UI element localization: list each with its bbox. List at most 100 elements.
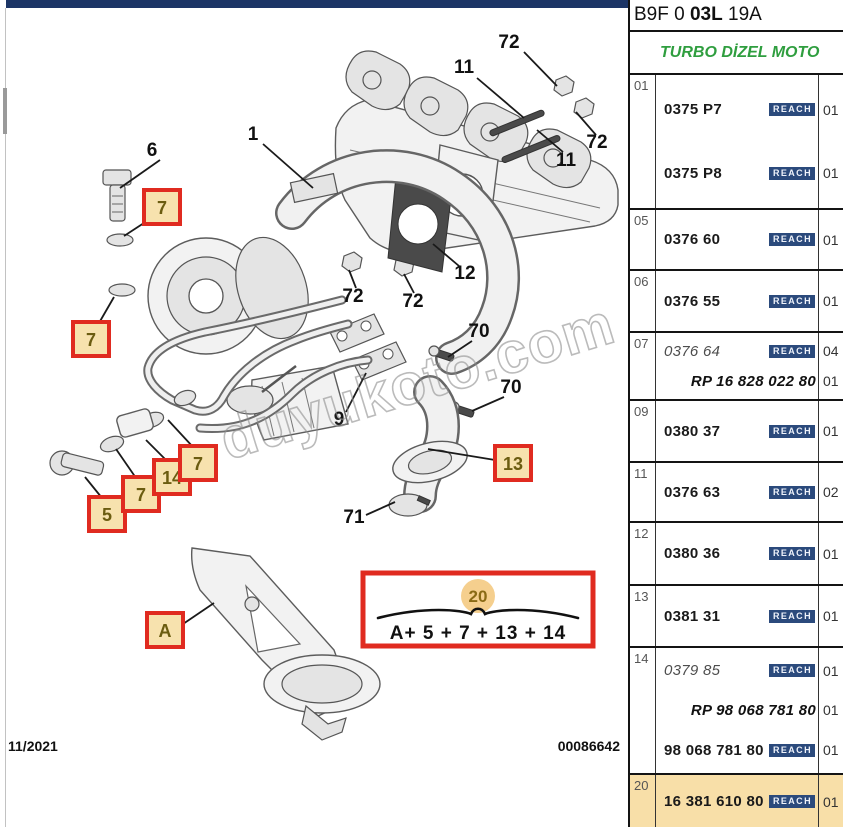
row-number: 07 (630, 333, 656, 399)
qty-column-divider (818, 333, 819, 399)
callout-label-72: 72 (498, 32, 519, 53)
scrollbar-thumb[interactable] (3, 88, 7, 134)
callout-box-7 (71, 320, 111, 358)
callout-leader-line (119, 159, 161, 189)
callout-leader-line (167, 419, 194, 448)
reach-badge[interactable]: REACH (768, 547, 815, 560)
callout-label-9: 9 (334, 409, 345, 430)
reach-badge[interactable]: REACH (768, 664, 815, 678)
row-number: 14 (630, 648, 656, 773)
callout-leader-line (432, 243, 460, 267)
callout-box-13 (493, 444, 533, 482)
callout-leader-line (536, 129, 564, 153)
part-number: 0380 37 (664, 422, 721, 440)
reach-badge[interactable]: REACH (768, 609, 815, 623)
reach-badge[interactable]: REACH (768, 294, 815, 308)
callout-leader-line (84, 476, 103, 499)
callout-label-72: 72 (586, 132, 607, 153)
reach-badge[interactable]: REACH (768, 233, 815, 246)
reach-badge[interactable]: REACH (768, 743, 815, 757)
quantity: 01 (823, 231, 839, 248)
callout-leader-line (575, 111, 597, 136)
reach-badge[interactable]: REACH (768, 103, 815, 117)
reach-badge[interactable]: REACH (768, 166, 815, 180)
callout-box-5 (87, 495, 127, 533)
callout-label-1: 1 (248, 124, 259, 145)
callout-box-7 (142, 188, 182, 226)
callout-leader-line (345, 372, 367, 413)
callout-label-70: 70 (468, 321, 489, 342)
part-entry: 16 381 610 80 REACH 01 (656, 790, 843, 814)
part-entry: 0376 63 REACH 02 (656, 480, 843, 504)
quantity: 01 (823, 373, 839, 389)
quantity: 01 (823, 793, 839, 810)
row-number: 05 (630, 210, 656, 269)
catalog-date: 11/2021 (8, 738, 58, 754)
code-suffix: 19A (728, 4, 762, 25)
page-left-border (5, 8, 6, 827)
outlet-gasket (329, 313, 407, 381)
quantity: 01 (823, 165, 839, 182)
callout-box-label-5: 5 (102, 505, 112, 525)
support-bracket (190, 547, 381, 741)
parts-row-11[interactable]: 11 0376 63 REACH 02 (630, 463, 843, 523)
callout-leader-line (115, 448, 137, 479)
callout-label-11: 11 (454, 57, 475, 78)
part-number: RP 16 828 022 80 (690, 372, 816, 390)
callout-label-72: 72 (342, 286, 363, 307)
summary-number: 20 (469, 587, 488, 606)
row-number: 11 (630, 463, 656, 521)
part-entry: 98 068 781 80 REACH 01 (656, 738, 843, 762)
reach-badge[interactable]: REACH (768, 795, 815, 808)
row-number: 09 (630, 401, 656, 461)
reach-badge[interactable]: REACH (768, 485, 815, 499)
part-number: 0376 63 (664, 483, 721, 501)
callout-box-label-14: 14 (162, 468, 182, 488)
qty-column-divider (818, 586, 819, 646)
qty-column-divider (818, 210, 819, 269)
quantity: 01 (823, 742, 839, 759)
callout-label-70: 70 (500, 377, 521, 398)
callout-label-71: 71 (343, 507, 365, 528)
callout-box-label-7: 7 (86, 330, 96, 350)
section-title: TURBO DİZEL MOTO (660, 43, 820, 61)
kit-summary-box: 20 A+ 5 + 7 + 13 + 14 (360, 570, 596, 649)
quantity: 02 (823, 484, 839, 500)
qty-column-divider (818, 463, 819, 521)
callout-label-12: 12 (454, 263, 475, 284)
row-number: 01 (630, 75, 656, 208)
quantity: 01 (823, 101, 839, 118)
reach-badge[interactable]: REACH (768, 344, 815, 358)
parts-row-20[interactable]: 20 16 381 610 80 REACH 01 (630, 775, 843, 827)
summary-number-circle (461, 579, 495, 613)
callout-leader-line (145, 439, 168, 462)
row-number: 20 (630, 775, 656, 827)
reach-badge[interactable]: REACH (768, 424, 815, 438)
callout-box-label-A: A (159, 621, 172, 641)
oil-return-assembly (49, 355, 373, 476)
part-number: RP 98 068 781 80 (690, 701, 816, 719)
qty-column-divider (818, 775, 819, 827)
part-number: 98 068 781 80 (664, 741, 764, 759)
callout-leader-line (471, 396, 505, 412)
callout-leader-line (262, 143, 314, 189)
part-number: 16 381 610 80 (664, 793, 764, 810)
callout-label-72: 72 (402, 291, 423, 312)
qty-column-divider (818, 523, 819, 584)
